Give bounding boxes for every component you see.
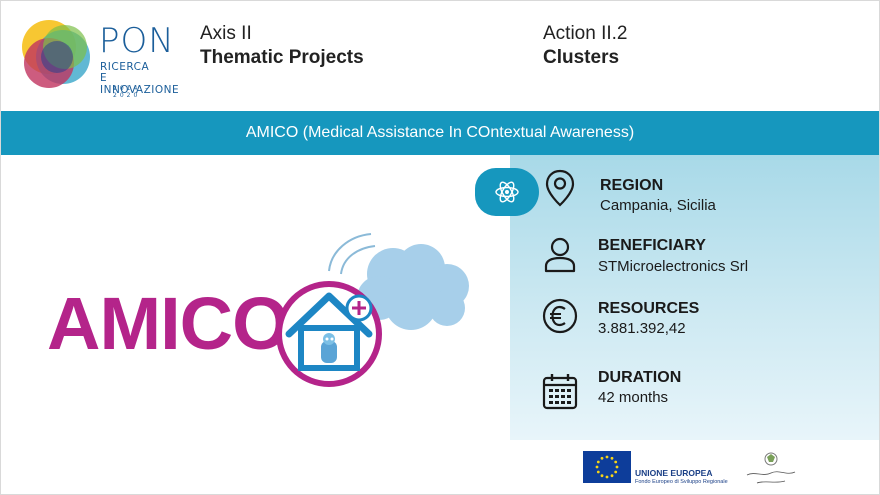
pon-logo-line2: E INNOVAZIONE <box>100 72 180 96</box>
duration-value: 42 months <box>598 389 669 406</box>
eu-title: UNIONE EUROPEA <box>635 468 713 478</box>
axis-label: Axis II <box>200 23 252 44</box>
beneficiary-label: BENEFICIARY <box>598 237 706 254</box>
euro-icon <box>542 298 578 334</box>
atom-icon <box>495 181 519 203</box>
info-panel <box>510 155 879 440</box>
pon-logo-circles <box>22 20 90 88</box>
region-label: REGION <box>600 177 664 194</box>
beneficiary-value: STMicroelectronics Srl <box>598 258 749 275</box>
eu-subtitle: Fondo Europeo di Sviluppo Regionale <box>635 479 728 485</box>
amico-logo-graphic <box>276 233 469 387</box>
resources-value: 3.881.392,42 <box>598 320 686 337</box>
pon-logo-name: PON <box>99 21 175 61</box>
eu-stars-icon <box>595 455 619 479</box>
eu-flag <box>583 451 631 483</box>
region-value: Campania, Sicilia <box>600 197 716 214</box>
action-title: Clusters <box>543 47 620 68</box>
project-title-banner: AMICO (Medical Assistance In COntextual … <box>1 111 879 155</box>
action-label: Action II.2 <box>543 23 628 44</box>
action-heading: Action II.2 Clusters <box>543 23 628 69</box>
resources-label: RESOURCES <box>598 300 700 317</box>
pon-logo-years: 2014 - 2020 <box>113 85 151 99</box>
duration-label: DURATION <box>598 369 682 386</box>
person-icon <box>544 237 576 273</box>
atom-badge <box>475 168 539 216</box>
pon-logo: PON RICERCA E INNOVAZIONE 2014 - 2020 <box>19 17 180 99</box>
pon-logo-line1: RICERCA <box>100 61 150 73</box>
ministry-emblem <box>746 452 796 484</box>
axis-heading: Axis II Thematic Projects <box>200 23 364 69</box>
calendar-icon <box>542 374 578 410</box>
map-pin-icon <box>545 169 575 207</box>
axis-title: Thematic Projects <box>200 47 364 68</box>
amico-logo-text: AMICO <box>47 282 290 365</box>
